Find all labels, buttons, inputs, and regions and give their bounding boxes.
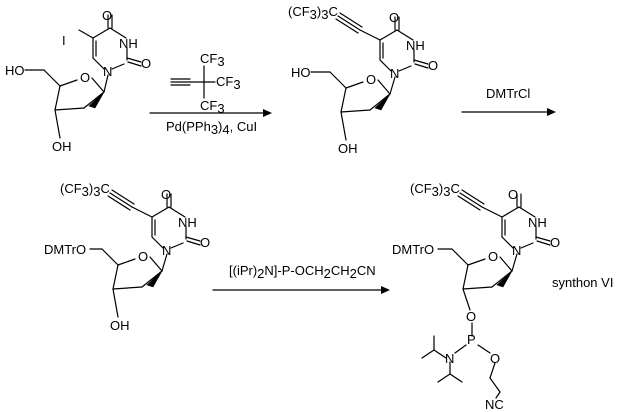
step1-conditions: Pd(PPh3)4, CuI [166,119,257,137]
c3-o2-atom: O [200,235,210,250]
compound-synthon-vi: (CF3)3C [392,181,613,412]
arrow-step-1: Pd(PPh3)4, CuI [149,109,272,137]
c2-o4-atom: O [389,10,399,25]
phosphorus-atom: P [467,332,476,347]
c4-o2-atom: O [550,235,560,250]
c1-ring-oxygen: O [80,70,90,85]
c4-dmtro-group: DMTrO [392,242,434,257]
c3-ring-oxygen: O [138,249,148,264]
c2-substituent: (CF3)3C [288,4,338,22]
compound-dmtr-protected: (CF3)3C O NH O N O DMTrO OH [44,181,210,333]
cyanoethyl-oxygen: O [490,351,500,366]
compound-iodo-deoxyuridine: I O NH O N O HO OH [5,8,151,154]
c3-dmtro-group: DMTrO [44,242,86,257]
c1-3prime-hydroxyl: OH [52,139,72,154]
c2-o2-atom: O [428,58,438,73]
arrow-step-3: [(iPr)2N]-P-OCH2CH2CN [212,263,390,294]
c4-3prime-oxygen: O [466,309,476,324]
arrow-step-2: DMTrCl [461,86,556,116]
c4-o4-atom: O [508,187,518,202]
c1-nh-atom: NH [119,36,138,51]
step2-reagent: DMTrCl [486,86,530,101]
c3-o4-atom: O [161,187,171,202]
c3-3prime-hydroxyl: OH [110,318,130,333]
iodine-atom: I [62,33,66,48]
c1-n1-atom: N [103,64,112,79]
diisopropylamino-nitrogen: N [445,351,454,366]
c1-5prime-hydroxyl: HO [5,63,25,78]
c1-o4-atom: O [102,8,112,23]
c4-substituent: (CF3)3C [410,181,460,199]
reagent-perfluoro-alkyne: CF3 CF3 CF3 [170,51,241,116]
step3-reagent: [(iPr)2N]-P-OCH2CH2CN [229,263,376,281]
c2-3prime-hydroxyl: OH [338,141,358,156]
c4-ring-oxygen: O [488,249,498,264]
c2-ring-oxygen: O [366,72,376,87]
c1-o2-atom: O [141,56,151,71]
c2-nh-atom: NH [406,38,425,53]
svg-text:CF3: CF3 [200,98,225,116]
c4-nh-atom: NH [528,215,547,230]
c4-n1-atom: N [512,243,521,258]
c3-n1-atom: N [162,243,171,258]
nitrile-group: NC [485,397,504,412]
c2-n1-atom: N [390,66,399,81]
svg-text:CF3: CF3 [200,51,225,69]
compound-alkynyl-deoxyuridine: (CF3)3C O NH O N O HO OH [288,4,438,156]
c2-5prime-hydroxyl: HO [291,65,311,80]
c3-substituent: (CF3)3C [60,181,110,199]
synthon-label: synthon VI [552,275,613,290]
c3-nh-atom: NH [178,215,197,230]
svg-text:CF3: CF3 [216,74,241,92]
